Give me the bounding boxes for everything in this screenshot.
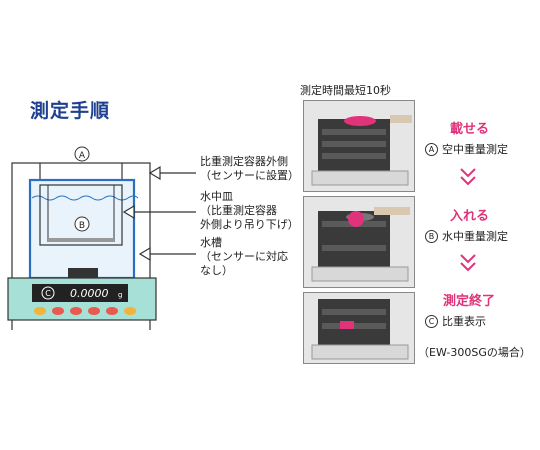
marker-c: C bbox=[45, 289, 51, 298]
underwater-pan bbox=[48, 238, 114, 242]
photo-step-1 bbox=[303, 100, 415, 192]
display-unit: g bbox=[118, 291, 122, 299]
model-note: （EW-300SGの場合） bbox=[418, 346, 531, 359]
page-title: 測定手順 bbox=[30, 100, 111, 122]
photo-step-2 bbox=[303, 196, 415, 288]
apparatus-diagram: A B C 0.0000 g bbox=[7, 146, 196, 330]
label-arrows bbox=[122, 165, 196, 262]
label-underwater-pan: 水中皿 （比重測定容器 外側より吊り下げ） bbox=[200, 190, 299, 231]
scale-display bbox=[32, 284, 128, 302]
chevron-down-icon bbox=[460, 168, 476, 186]
label-water-tank: 水槽 （センサーに対応 なし） bbox=[200, 236, 288, 277]
chevron-down-icon bbox=[460, 254, 476, 272]
label-outer-container: 比重測定容器外側 （センサーに設置） bbox=[200, 155, 299, 182]
step-1-title: 載せる bbox=[450, 122, 490, 137]
step-1-marker: A bbox=[425, 143, 438, 156]
hanging-frame bbox=[39, 184, 123, 246]
marker-a: A bbox=[79, 151, 86, 161]
step-3-marker: C bbox=[425, 315, 438, 328]
marker-b: B bbox=[79, 221, 85, 231]
display-value: 0.0000 bbox=[70, 287, 109, 300]
steps-header: 測定時間最短10秒 bbox=[300, 84, 391, 97]
step-2-title: 入れる bbox=[450, 209, 490, 224]
photo-step-3 bbox=[303, 292, 415, 364]
step-2-marker: B bbox=[425, 230, 438, 243]
step-3-title: 測定終了 bbox=[443, 294, 496, 309]
scale-pan-base bbox=[68, 268, 98, 278]
